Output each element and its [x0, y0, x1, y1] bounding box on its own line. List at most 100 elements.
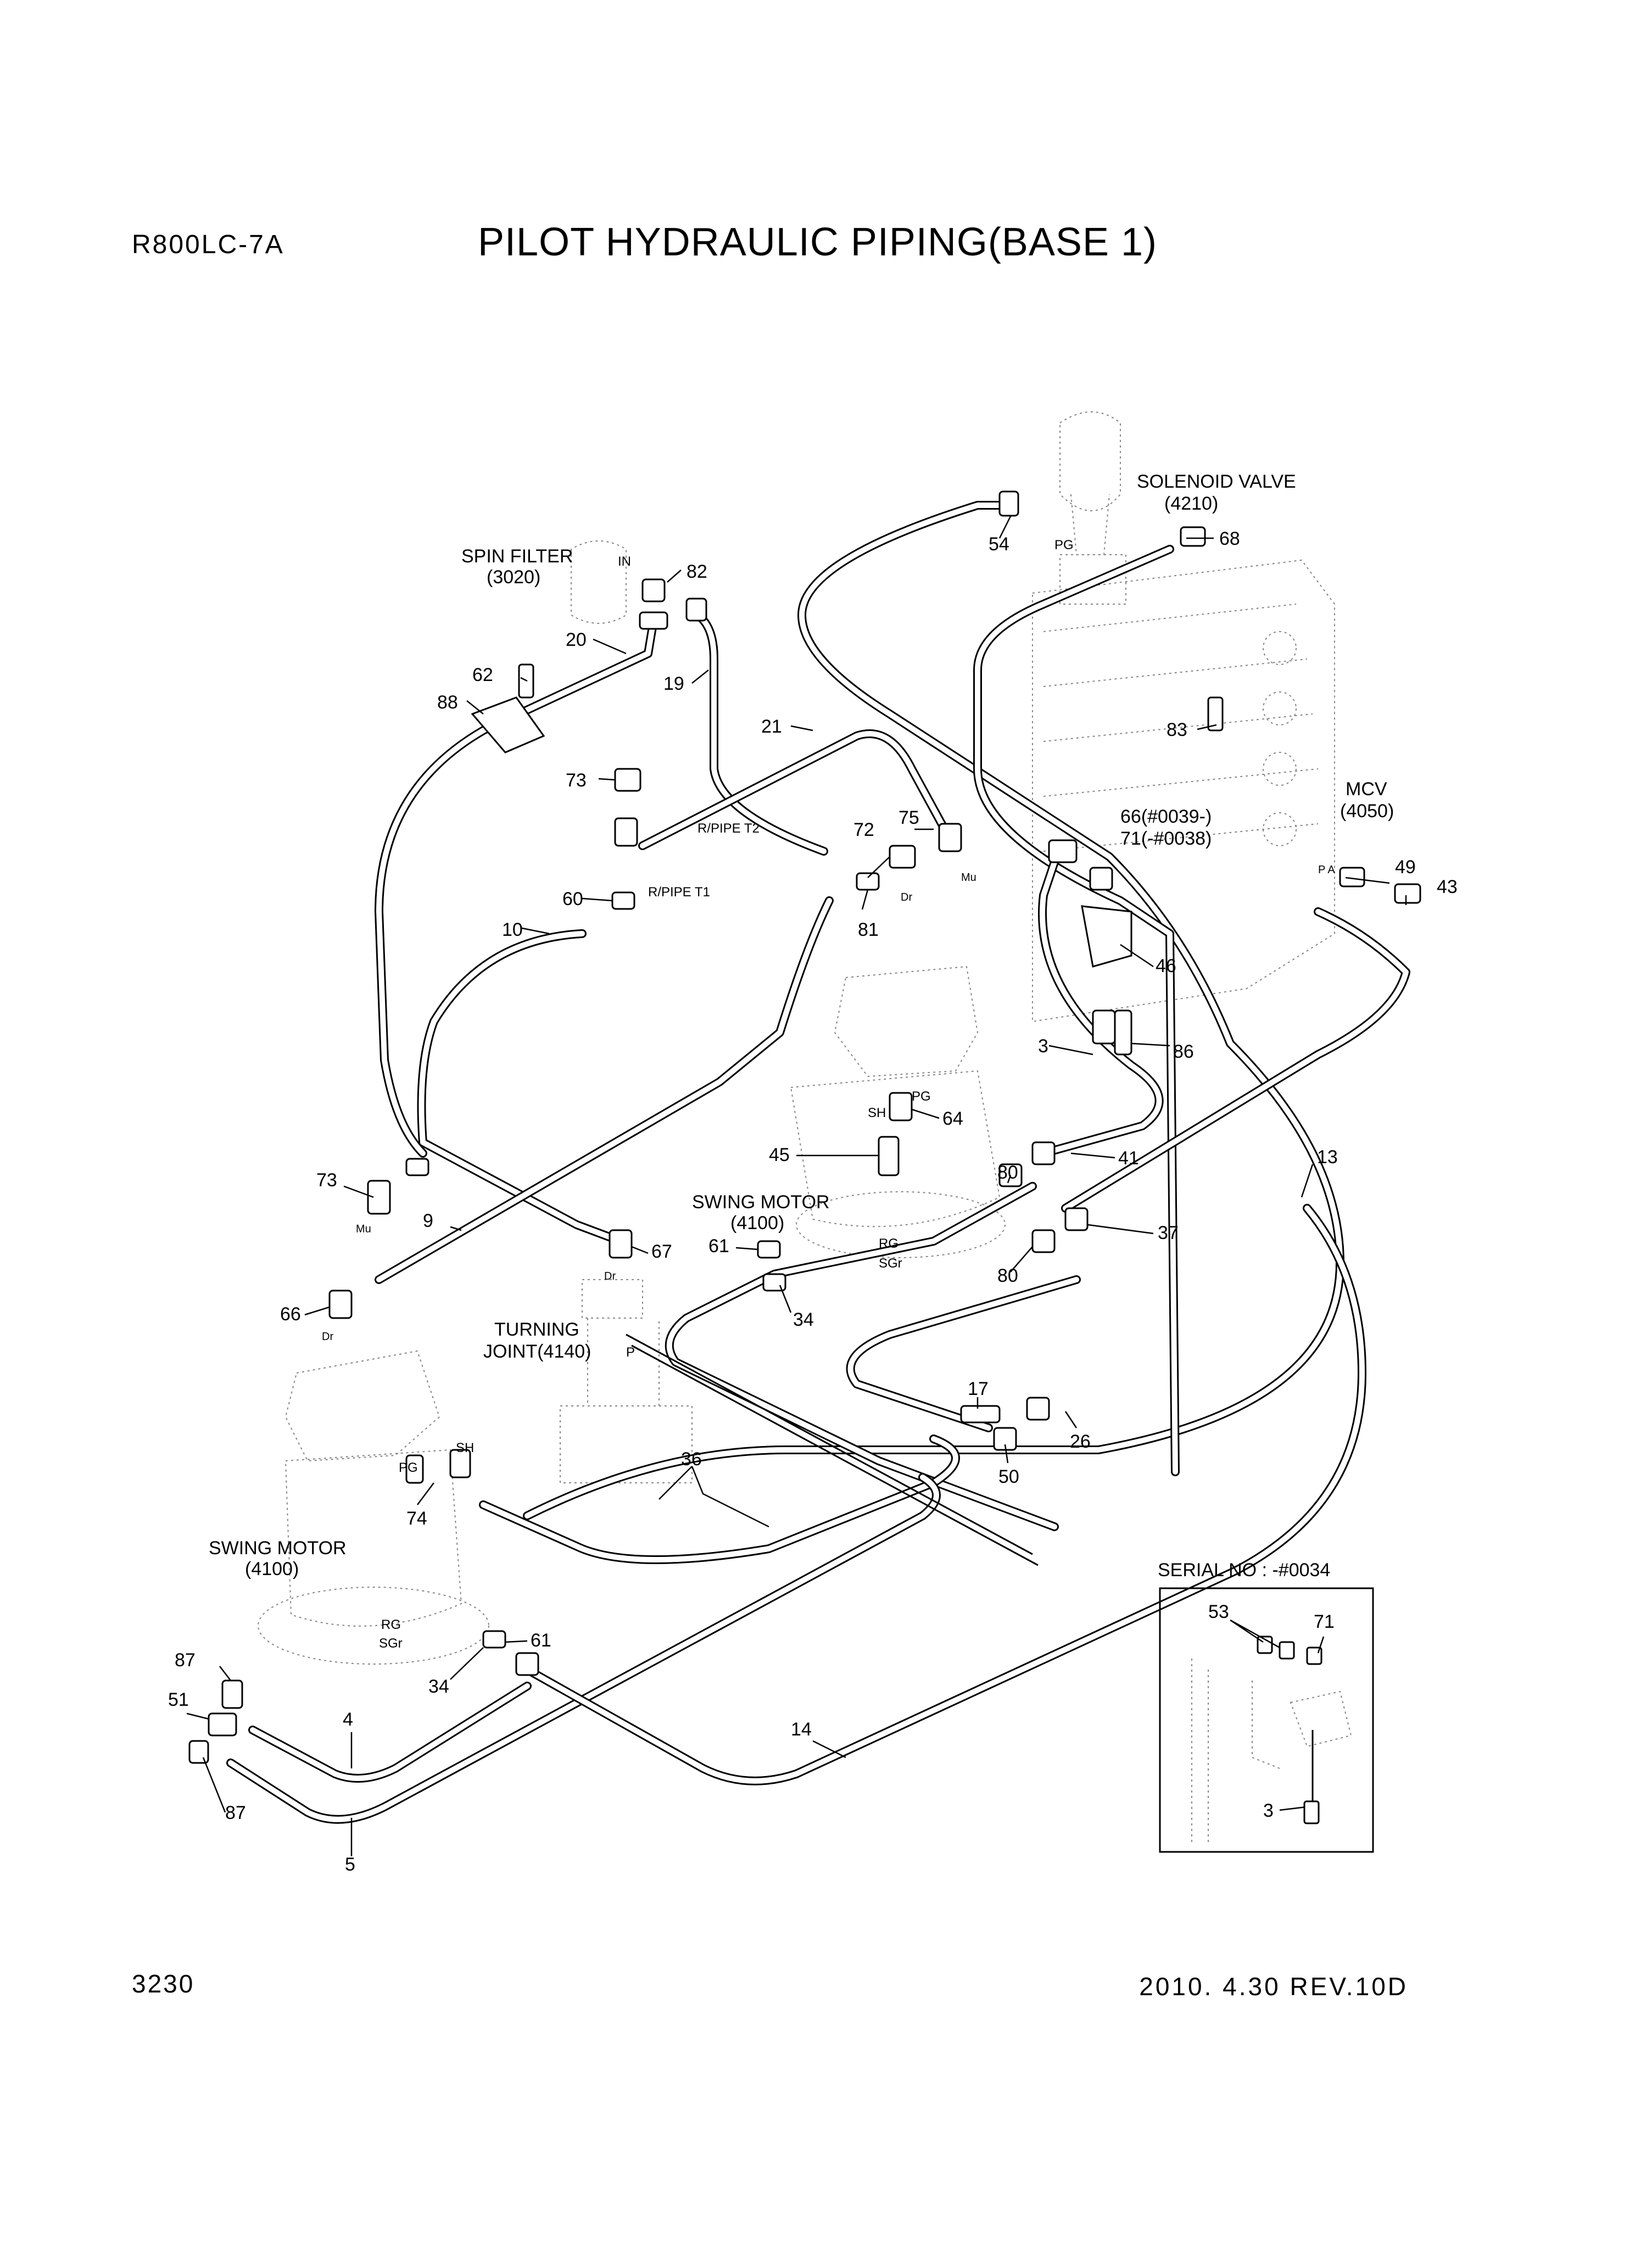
callout-34-upper: 34 [793, 1309, 814, 1330]
callout-17: 17 [968, 1378, 989, 1399]
inset-callout-53: 53 [1208, 1601, 1229, 1622]
swing-motor-lower-outline [258, 1350, 489, 1665]
swing-motor-upper-code: (4100) [730, 1213, 784, 1233]
swing-motor-upper-label: SWING MOTOR [692, 1192, 830, 1213]
leader-lines [186, 516, 1407, 1856]
solenoid-valve-port: PG [1054, 538, 1074, 552]
callout-61-lower: 61 [531, 1630, 551, 1651]
callout-3: 3 [1038, 1036, 1048, 1057]
port-dr-66: Dr [322, 1331, 333, 1343]
callout-87-top: 87 [175, 1650, 196, 1671]
swing-motor-upper-outline [790, 965, 1006, 1258]
swing-motor-lower-label: SWING MOTOR [209, 1538, 347, 1559]
inset-callout-3: 3 [1263, 1800, 1274, 1821]
revision-date: 2010. 4.30 REV.10D [1139, 1972, 1408, 2001]
callout-72: 72 [853, 819, 874, 840]
turning-joint-label: TURNING [494, 1319, 579, 1340]
callout-46: 46 [1156, 956, 1176, 976]
callout-67: 67 [651, 1241, 672, 1262]
callout-numbers: 54 68 82 20 62 19 88 83 21 73 72 75 66(#… [168, 528, 1458, 1875]
spin-filter-code: (3020) [487, 567, 540, 588]
spin-filter-port-in: IN [618, 554, 631, 569]
callout-88: 88 [437, 692, 458, 713]
port-mu-75: Mu [961, 872, 976, 884]
swing-motor-lower-port-sh: SH [456, 1441, 474, 1455]
callout-9: 9 [423, 1210, 433, 1231]
swing-motor-upper-port-rg: RG [879, 1236, 898, 1251]
callout-75: 75 [898, 807, 919, 828]
callout-83: 83 [1167, 719, 1187, 740]
callout-81: 81 [858, 919, 879, 940]
callout-87-bottom: 87 [225, 1802, 246, 1823]
component-labels: SOLENOID VALVE (4210) PG SPIN FILTER (30… [209, 471, 1394, 1651]
callout-64: 64 [942, 1108, 963, 1129]
callout-45: 45 [769, 1145, 790, 1165]
page-number: 3230 [132, 1969, 195, 1998]
solenoid-valve-label: SOLENOID VALVE [1137, 471, 1296, 492]
callout-26: 26 [1070, 1431, 1091, 1452]
callout-71-serial: 71(-#0038) [1120, 828, 1212, 849]
mcv-port-pa: P A [1318, 864, 1335, 876]
page-title: PILOT HYDRAULIC PIPING(BASE 1) [478, 220, 1157, 264]
callout-80-top: 80 [997, 1162, 1018, 1183]
callout-82: 82 [687, 561, 707, 582]
spin-filter-label: SPIN FILTER [461, 546, 573, 567]
callout-73-top: 73 [566, 770, 587, 791]
callout-19: 19 [663, 673, 684, 694]
swing-motor-lower-port-sgr: SGr [379, 1636, 403, 1651]
inset-title: SERIAL NO : -#0034 [1158, 1560, 1330, 1581]
swing-motor-lower-code: (4100) [245, 1559, 299, 1579]
model-number: R800LC-7A [132, 230, 284, 259]
mcv-outline [1032, 559, 1335, 1023]
fittings [188, 490, 1421, 1764]
callout-13: 13 [1317, 1147, 1338, 1168]
callout-36: 36 [681, 1449, 702, 1470]
callout-37: 37 [1158, 1223, 1179, 1243]
callout-10: 10 [502, 919, 523, 940]
mcv-code: (4050) [1340, 801, 1394, 822]
port-dr-72: Dr [901, 891, 912, 903]
turning-joint-outline [560, 1279, 693, 1483]
callout-50: 50 [998, 1466, 1019, 1487]
callout-74: 74 [406, 1508, 427, 1529]
spin-filter-outline [571, 540, 627, 624]
callout-41: 41 [1118, 1148, 1139, 1169]
callout-51: 51 [168, 1689, 189, 1710]
callout-54: 54 [989, 534, 1009, 555]
callout-60: 60 [562, 889, 583, 909]
callout-14: 14 [791, 1719, 812, 1740]
hose-lines [226, 501, 1410, 1824]
r-pipe-t2-label: R/PIPE T2 [697, 821, 760, 836]
swing-motor-upper-port-sgr: SGr [879, 1256, 902, 1271]
callout-68: 68 [1219, 528, 1240, 549]
r-pipe-t1-label: R/PIPE T1 [648, 885, 710, 900]
port-mu-73: Mu [356, 1223, 371, 1235]
callout-49: 49 [1395, 857, 1416, 878]
swing-motor-upper-port-pg: PG [912, 1089, 931, 1104]
swing-motor-lower-port-pg: PG [399, 1460, 418, 1475]
callout-21: 21 [761, 716, 782, 737]
callout-4: 4 [343, 1709, 353, 1730]
swing-motor-lower-port-rg: RG [381, 1617, 401, 1632]
solenoid-valve-outline [1059, 411, 1126, 605]
callout-62: 62 [472, 665, 493, 685]
turning-joint-port-p: P [626, 1345, 635, 1360]
callout-20: 20 [566, 629, 587, 650]
callout-73-left: 73 [316, 1170, 337, 1191]
swing-motor-upper-port-sh: SH [868, 1106, 886, 1120]
callout-66: 66 [280, 1304, 301, 1325]
callout-34-lower: 34 [428, 1676, 449, 1697]
callout-86: 86 [1173, 1041, 1194, 1062]
callout-80-bottom: 80 [997, 1265, 1018, 1286]
callout-61-upper: 61 [708, 1236, 729, 1257]
port-dr-67: Dr [604, 1270, 616, 1282]
serial-inset: SERIAL NO : -#0034 53 71 3 [1158, 1560, 1374, 1853]
solenoid-valve-code: (4210) [1164, 493, 1218, 514]
mcv-label: MCV [1346, 779, 1387, 800]
inset-callout-71: 71 [1314, 1611, 1335, 1632]
callout-66-serial: 66(#0039-) [1120, 806, 1212, 827]
callout-43: 43 [1437, 877, 1458, 897]
callout-5: 5 [345, 1854, 355, 1875]
turning-joint-code: JOINT(4140) [483, 1341, 591, 1362]
